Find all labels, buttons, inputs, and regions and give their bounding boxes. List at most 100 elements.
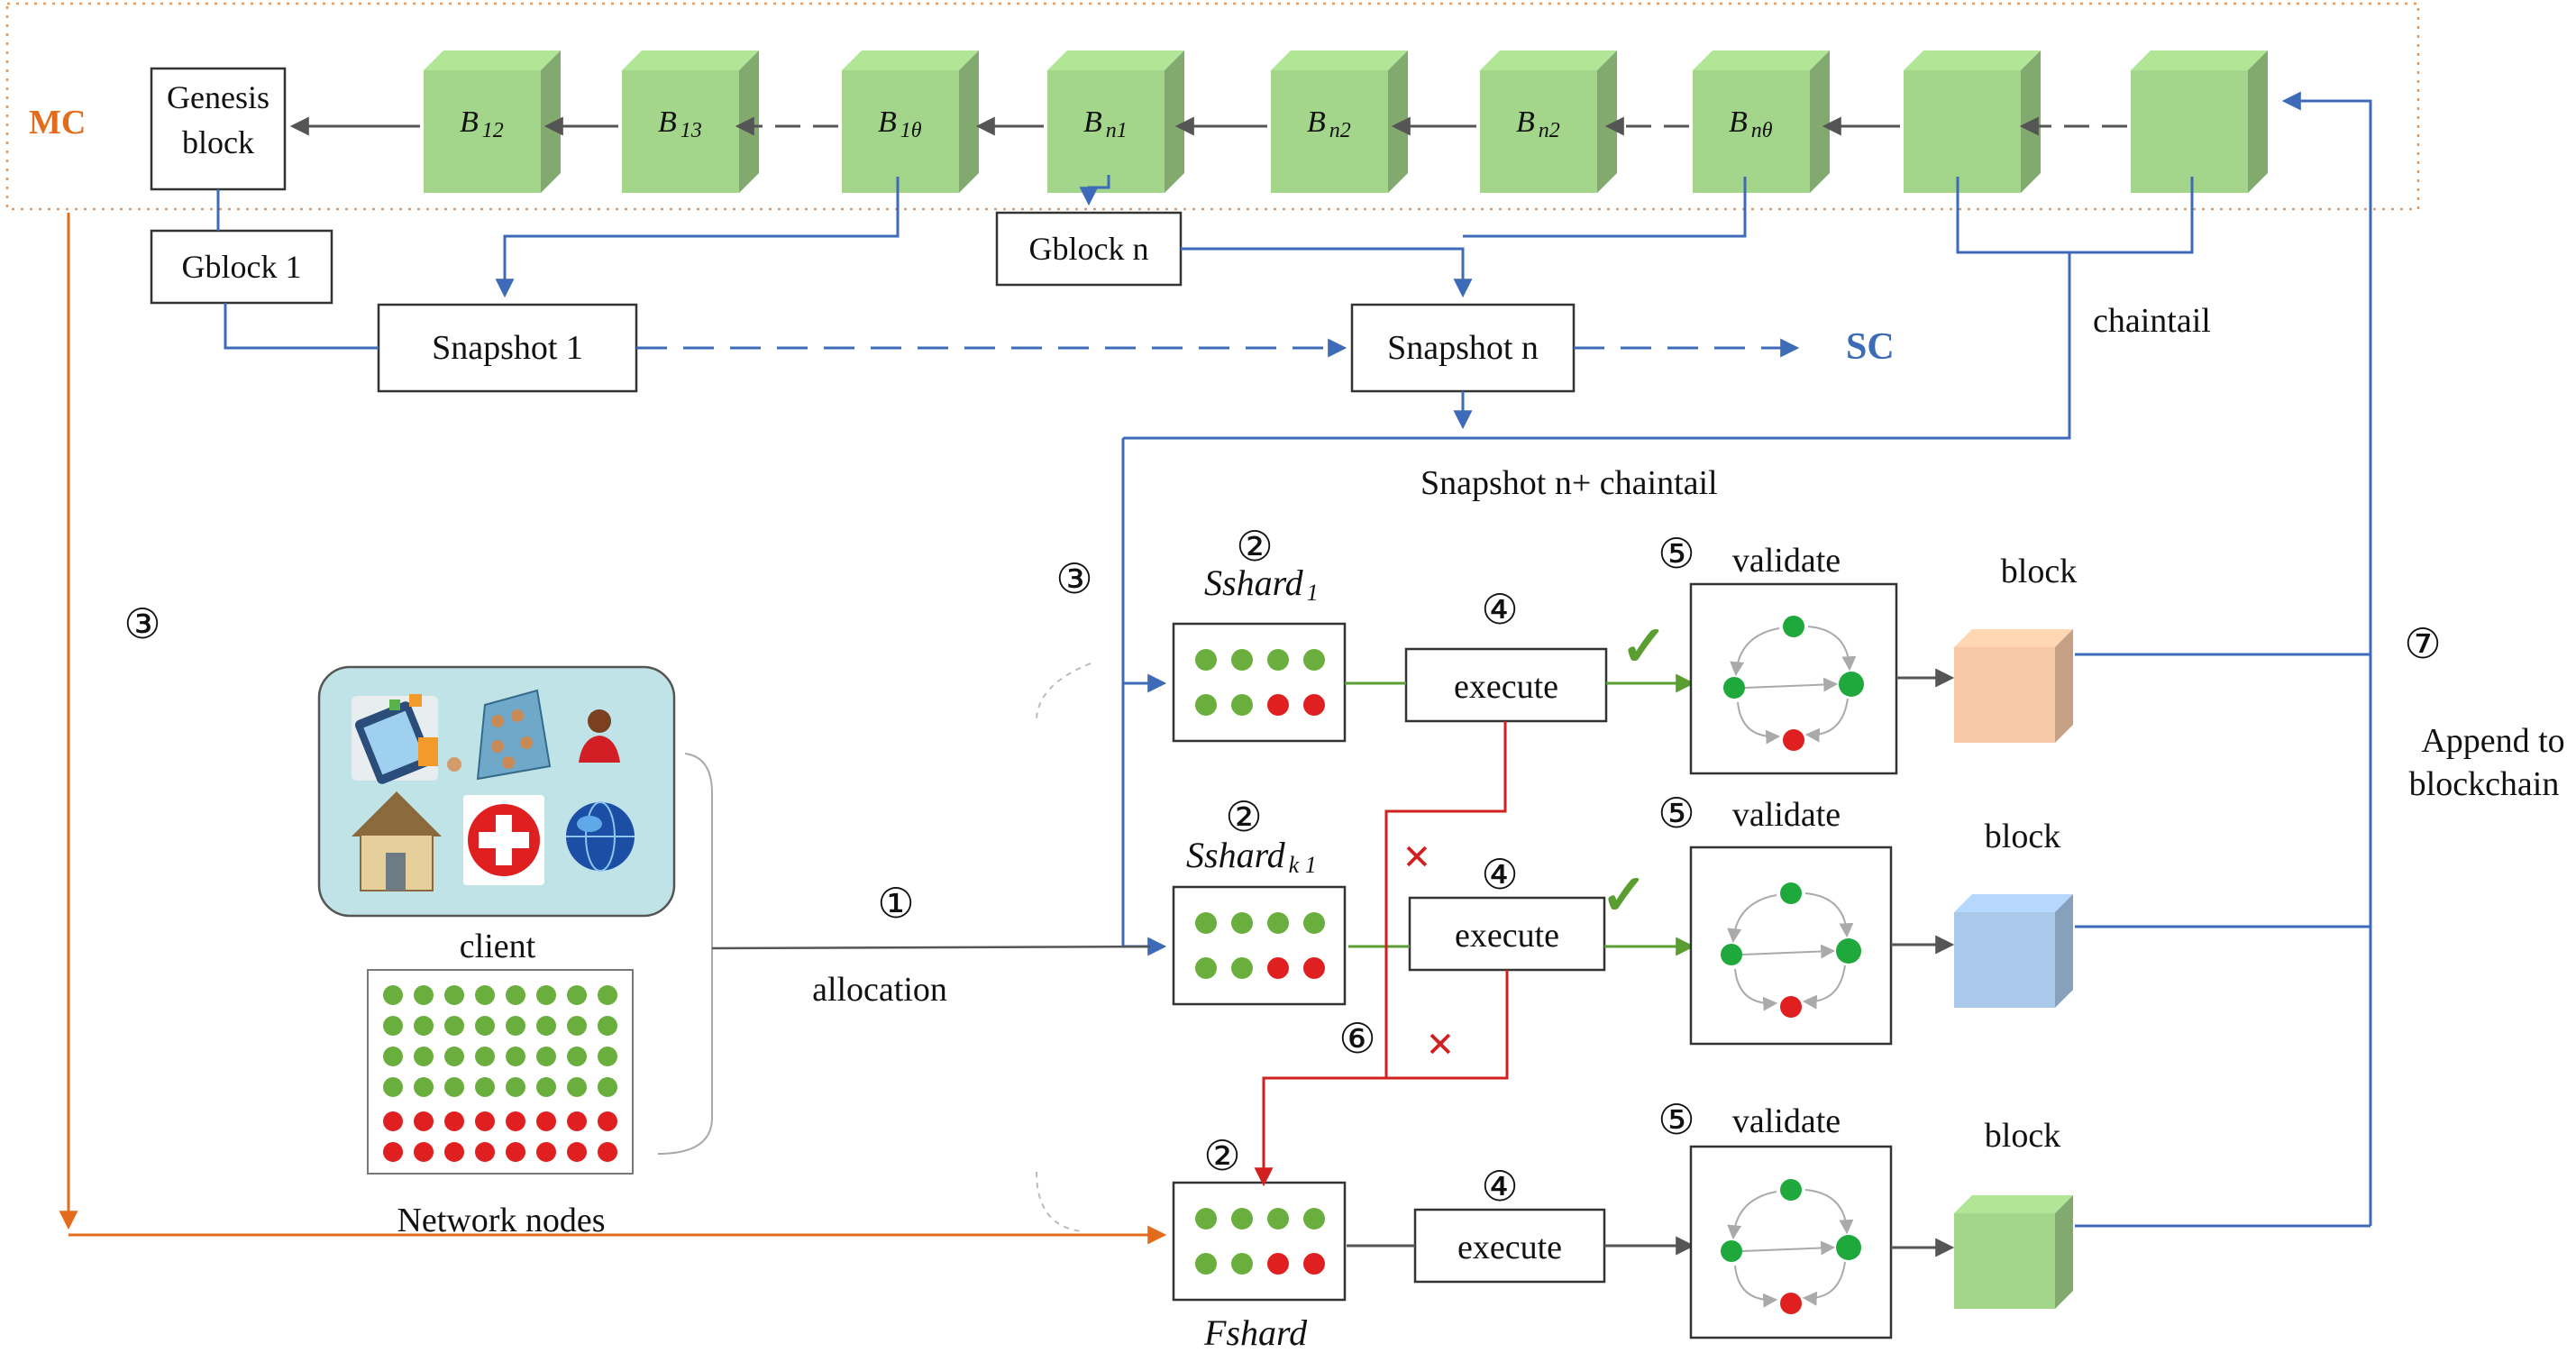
shard-node: [1267, 694, 1289, 716]
network-node: [383, 985, 403, 1005]
execute-box-1: execute: [1404, 647, 1608, 723]
network-node: [506, 1016, 525, 1036]
validator-node: [1721, 944, 1742, 965]
network-node: [536, 985, 556, 1005]
network-node: [444, 1077, 464, 1097]
shard-node: [1195, 957, 1217, 979]
shard-node: [1267, 649, 1289, 671]
genesis-block-label-line2: block: [182, 124, 254, 160]
gblock-n-label: Gblock n: [1029, 231, 1149, 267]
fshard-label: Fshard: [1203, 1312, 1308, 1353]
validator-node: [1783, 729, 1804, 751]
step-2-b: ②: [1225, 794, 1262, 840]
validate-label-1: validate: [1732, 542, 1841, 580]
step-3-mid: ③: [1055, 556, 1092, 602]
network-node: [444, 1016, 464, 1036]
validate-box-2: [1689, 846, 1893, 1046]
gblock-1: [150, 229, 333, 305]
client-bracket: [657, 753, 713, 1155]
execute-label-1: execute: [1454, 668, 1558, 706]
network-node: [598, 1016, 617, 1036]
genesis-block: [150, 67, 287, 191]
network-node: [506, 1111, 525, 1131]
output-block-2: [1954, 894, 2073, 1008]
network-node: [444, 1142, 464, 1162]
snapshot-chaintail-label: Snapshot n+ chaintail: [1420, 464, 1718, 502]
validate-label-2: validate: [1732, 796, 1841, 834]
network-node: [475, 1142, 495, 1162]
snapshot-1: [377, 303, 638, 393]
network-node: [598, 985, 617, 1005]
network-node: [567, 985, 587, 1005]
network-nodes-grid: [383, 985, 617, 1162]
block-label-3: block: [1985, 1117, 2060, 1155]
shard-node: [1267, 957, 1289, 979]
step-4-a: ④: [1481, 587, 1518, 633]
execute-box-2: execute: [1408, 896, 1606, 972]
network-node: [536, 1077, 556, 1097]
allocation-line: [711, 938, 1166, 955]
client-group: [317, 665, 676, 918]
people-icon: [447, 689, 552, 781]
step-4-b: ④: [1481, 852, 1518, 898]
shards: [1172, 622, 1347, 1302]
shard-node: [1303, 1208, 1325, 1230]
network-node: [506, 1142, 525, 1162]
validator-node: [1780, 1179, 1802, 1201]
fail-paths: [1254, 721, 1509, 1187]
genesis-block-label-line1: Genesis: [167, 79, 269, 115]
validator-node: [1721, 1240, 1742, 1262]
step-3-left: ③: [123, 601, 160, 647]
validator-node: [1839, 672, 1864, 697]
network-node: [383, 1016, 403, 1036]
network-node: [536, 1016, 556, 1036]
shard-node: [1267, 1208, 1289, 1230]
network-node: [567, 1077, 587, 1097]
house-icon: [352, 791, 442, 891]
shard-node: [1231, 1208, 1253, 1230]
shard-node: [1231, 912, 1253, 934]
person-icon: [579, 709, 620, 763]
validator-node: [1783, 616, 1804, 637]
step-1: ①: [877, 881, 914, 927]
allocation-label: allocation: [812, 971, 947, 1009]
network-node: [383, 1047, 403, 1066]
shard-node: [1195, 694, 1217, 716]
network-node: [414, 985, 434, 1005]
validator-node: [1836, 938, 1861, 964]
snapshot-n-label: Snapshot n: [1387, 329, 1539, 367]
client-label: client: [460, 928, 536, 965]
validate-boxes: [1689, 582, 1898, 1339]
network-node: [567, 1047, 587, 1066]
network-node: [475, 1047, 495, 1066]
shard-node: [1231, 1253, 1253, 1275]
sshard-1-box: [1172, 622, 1347, 743]
step-4-c: ④: [1481, 1164, 1518, 1210]
network-nodes-label: Network nodes: [397, 1202, 605, 1239]
network-node: [598, 1111, 617, 1131]
network-node: [444, 1111, 464, 1131]
network-node: [383, 1077, 403, 1097]
main-chain-label: MC: [29, 104, 86, 142]
network-node: [506, 1077, 525, 1097]
check-icon-2: ✓: [1601, 865, 1648, 927]
network-node: [444, 985, 464, 1005]
main-chain-boundary: [5, 2, 2420, 211]
shard-node: [1195, 1208, 1217, 1230]
shard-node: [1231, 957, 1253, 979]
network-node: [536, 1142, 556, 1162]
network-node: [475, 985, 495, 1005]
network-nodes-panel: [367, 969, 634, 1175]
network-node: [414, 1047, 434, 1066]
main-chain-block-9: [2131, 50, 2268, 193]
network-node: [598, 1047, 617, 1066]
